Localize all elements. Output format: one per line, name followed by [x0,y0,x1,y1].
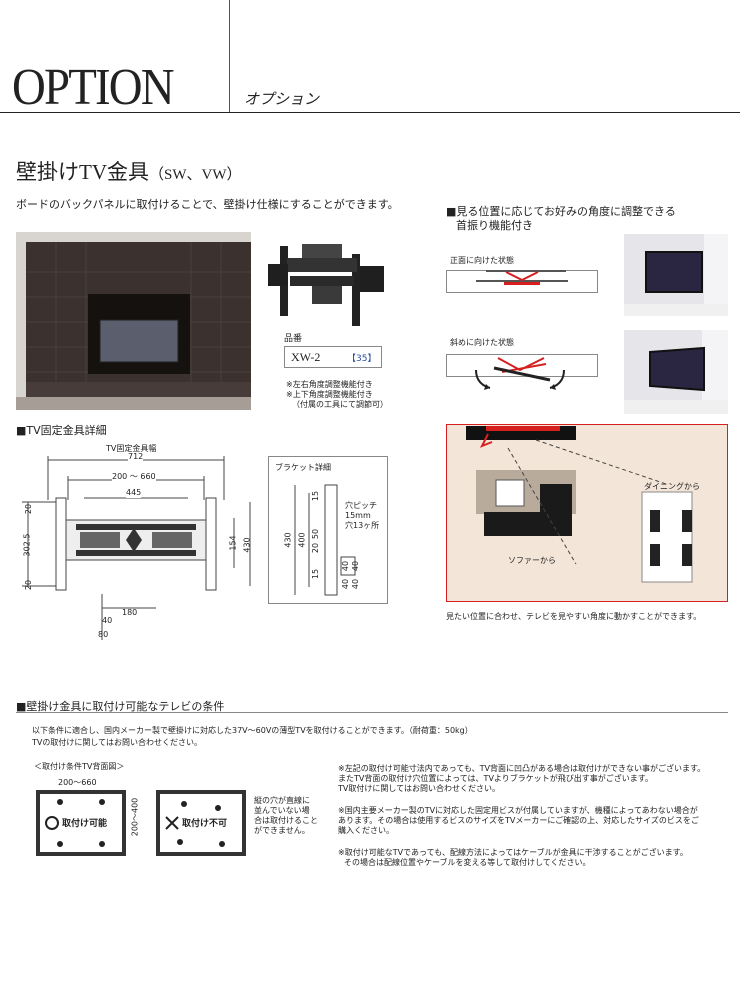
conditions-notes: ※左記の取付け可能寸法内であっても、TV背面に凹凸がある場合は取付けができない事… [338,764,734,868]
dim-445: 445 [126,488,142,498]
bracket-detail-svg [294,484,356,596]
dim-154: 154 [228,535,238,551]
front-state-photo-svg [624,234,728,316]
angled-state-photo-svg [624,330,728,414]
swivel-caption: 見たい位置に合わせ、テレビを見やすい角度に動かすことができます。 [446,612,702,621]
product-code-box: XW-2 【35】 [284,346,382,368]
ng-note-1: 縦の穴が直線に [254,796,310,805]
bracket-detail-title: ブラケット詳細 [275,463,331,472]
header-divider [0,112,740,113]
product-heading-text: 壁掛けTV金具 [16,160,149,184]
bracket-dim-40a: 40 [341,560,351,572]
cabinet-photo [16,232,251,410]
dim-180: 180 [122,608,138,617]
note-line [338,836,734,848]
conditions-intro-1: 以下条件に適合し、国内メーカー製で壁掛けに対応した37V～60Vの薄型TVを取付… [32,726,473,735]
ng-note-2: 並んでいない場 [254,806,310,815]
header-vertical-rule [229,0,230,112]
note-line: TV取付けに関してはお問い合わせください。 [338,784,500,793]
note-line [338,794,734,806]
ok-tv-back: 取付け可能 [36,790,126,856]
swivel-heading-line2: 首振り機能付き [456,219,533,232]
note-line: その場合は配線位置やケーブルを変える等して取付けしてください。 [344,858,591,867]
dim-width-title: TV固定金具幅 [106,444,157,453]
diagram-title: ＜取付け条件TV背面図＞ [34,762,125,771]
main-drawing-svg [22,456,251,640]
ng-tv-back: 取付け不可 [156,790,246,856]
bracket-dim-40b: 40 [351,560,361,572]
conditions-heading: ■壁掛け金具に取付け可能なテレビの条件 [16,700,225,713]
ng-note-3: 合は取付けること [254,816,318,825]
angled-state-diagram [446,350,598,392]
floor-plan: ダイニングから ソファーから [446,424,728,602]
ng-note-4: ができません。 [254,826,310,835]
dim-20-top: 20 [24,503,34,515]
bracket-dim-15a: 15 [311,490,321,502]
angled-state-svg [446,354,598,390]
hole-pitch-2: 15mm [345,511,371,520]
product-heading-suffix: （SW、VW） [149,167,242,183]
bracket-dim-40c: 40 [341,578,351,590]
front-state-label: 正面に向けた状態 [450,256,514,265]
product-feature-3: （付属の工具にて調節可） [292,400,388,409]
ng-tv-svg [165,801,225,847]
bracket-dim-400: 400 [297,532,307,548]
product-code: XW-2 [291,350,321,364]
dim-80: 80 [98,630,109,639]
bracket-photo-svg [268,244,384,326]
product-feature-1: ※左右角度調整機能付き [286,380,373,389]
swivel-heading-line1: ■見る位置に応じてお好みの角度に調整できる [446,205,676,218]
bracket-detail-box: ブラケット詳細 430 400 15 20 50 15 40 40 40 40 … [268,456,388,604]
width-range: 200～660 [58,778,97,787]
page-subtitle: オプション [244,92,320,108]
dim-40: 40 [102,616,113,625]
conditions-divider [16,712,728,713]
note-line: またTV背面の取付け穴位置によっては、TVよりブラケットが飛び出す事がございます… [338,774,653,783]
note-line: ※国内主要メーカー製のTVに対応した固定用ビスが付属していますが、機種によってあ… [338,806,698,815]
note-line: 購入ください。 [338,826,394,835]
hole-pitch-1: 穴ピッチ [345,501,377,510]
ok-tv-svg [45,799,105,847]
front-state-svg [446,270,598,293]
note-line: あります。その場合は使用するビスのサイズをTVメーカーにご確認の上、対応したサイ… [338,816,699,825]
dim-712: 712 [128,452,144,462]
note-line: ※左記の取付け可能寸法内であっても、TV背面に凹凸がある場合は取付けができない事… [338,764,706,773]
bracket-dim-430: 430 [283,532,293,548]
product-code-label: 品番 [284,334,303,344]
cabinet-photo-svg [16,232,251,410]
angled-state-photo [624,330,728,414]
product-price: 【35】 [347,354,377,364]
page-title: OPTION [12,59,175,116]
product-feature-2: ※上下角度調整機能付き [286,390,373,399]
bracket-dim-20: 20 [311,542,321,554]
sofa-label: ソファーから [508,556,556,565]
front-state-photo [624,234,728,316]
bracket-dim-15b: 15 [311,568,321,580]
bracket-photo [262,236,392,328]
main-drawing: TV固定金具幅 712 200 ～ 660 445 20 302.5 20 15… [16,440,256,640]
hole-pitch-3: 穴13ヶ所 [345,521,380,530]
bracket-dim-50: 50 [311,528,321,540]
details-heading: ■TV固定金具詳細 [16,424,107,437]
dim-302: 302.5 [22,533,32,557]
angled-state-label: 斜めに向けた状態 [450,338,514,347]
ng-label: 取付け不可 [182,819,228,829]
ok-label: 取付け可能 [62,819,108,829]
product-heading: 壁掛けTV金具（SW、VW） [16,156,242,186]
conditions-intro-2: TVの取付けに関してはお問い合わせください。 [32,738,202,747]
dim-20-bottom: 20 [24,579,34,591]
floor-plan-svg [446,424,728,602]
height-range: 200～400 [130,797,140,837]
dim-430: 430 [242,537,252,553]
note-line: ※取付け可能なTVであっても、配線方法によってはケーブルが金具に干渉することがご… [338,848,688,857]
product-description: ボードのバックパネルに取付けることで、壁掛け仕様にすることができます。 [16,198,399,211]
dim-200-660: 200 ～ 660 [112,472,156,482]
bracket-dim-40d: 40 [351,578,361,590]
front-state-diagram [446,266,598,296]
dining-label: ダイニングから [644,482,700,491]
